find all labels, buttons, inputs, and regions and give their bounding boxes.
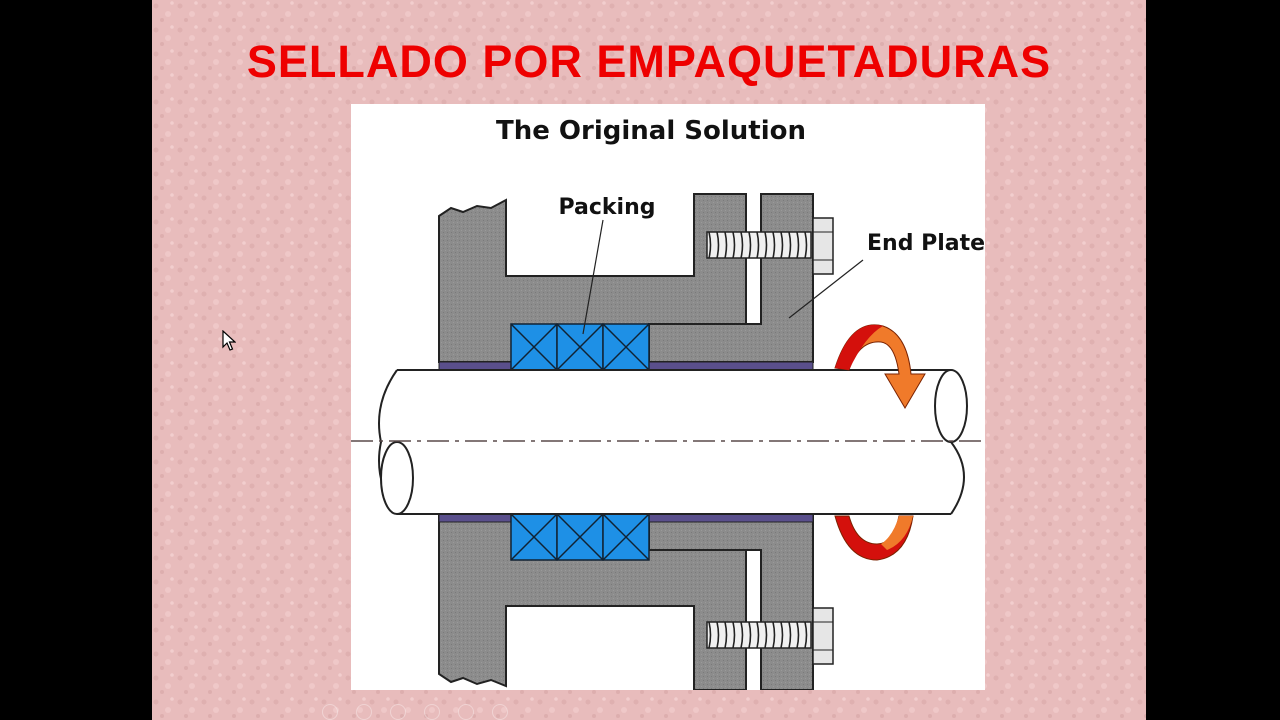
next-slide-icon[interactable] (356, 704, 372, 720)
upper-bolt (706, 217, 834, 275)
lower-packing-rings (510, 513, 650, 561)
end-plate-leader-line (788, 259, 864, 319)
zoom-icon[interactable] (458, 704, 474, 720)
diagram-heading: The Original Solution (496, 116, 806, 146)
slides-grid-icon[interactable] (424, 704, 440, 720)
slideshow-nav-bar[interactable] (312, 700, 542, 720)
lower-bolt (706, 607, 834, 665)
shaft (378, 369, 968, 515)
more-options-icon[interactable] (492, 704, 508, 720)
packing-leader-line (582, 219, 604, 335)
end-plate-label: End Plate (867, 231, 985, 256)
rotation-arrow-icon (834, 324, 926, 561)
mouse-pointer-icon (222, 330, 236, 351)
diagram-drawing: The Original Solution (351, 116, 985, 690)
slide: SELLADO POR EMPAQUETADURAS The Original … (152, 0, 1146, 720)
slide-title: SELLADO POR EMPAQUETADURAS (246, 36, 1052, 87)
packing-seal-diagram: The Original Solution (351, 104, 985, 690)
pen-icon[interactable] (390, 704, 406, 720)
packing-label: Packing (558, 195, 655, 220)
previous-slide-icon[interactable] (322, 704, 338, 720)
upper-packing-rings (510, 323, 650, 371)
